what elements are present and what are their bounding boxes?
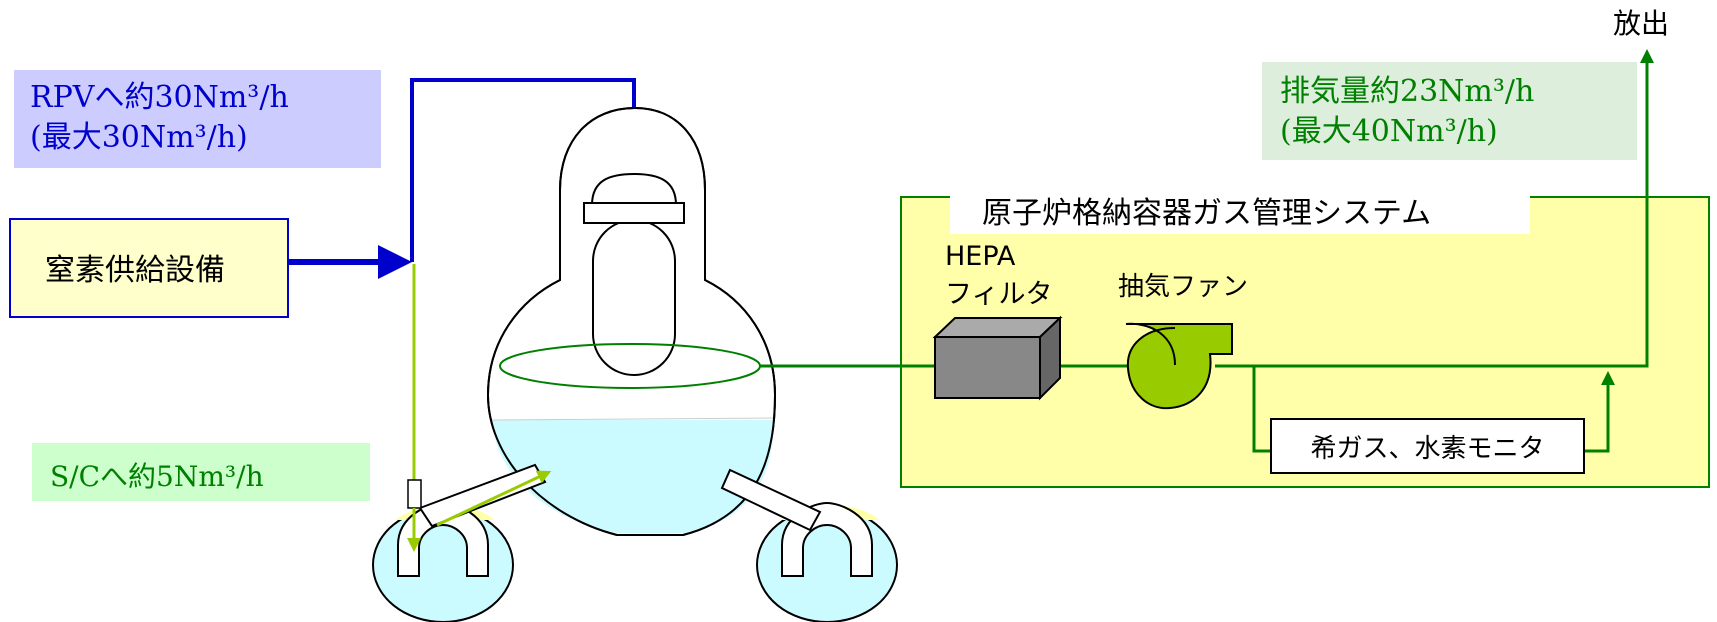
rpv-body <box>592 219 676 376</box>
vent-pipe-right <box>720 468 822 532</box>
drywell-water <box>492 420 774 533</box>
hepa-label-line2: フィルタ <box>945 279 1053 310</box>
sc-flow-label: S/Cへ約5Nm³/h <box>50 460 264 493</box>
containment-outline-top <box>486 106 777 536</box>
rpv-flow-label: RPVへ約30Nm³/h (最大30Nm³/h) <box>30 78 289 158</box>
exhaust-flow-line1: 排気量約23Nm³/h <box>1280 74 1535 109</box>
system-title-backdrop <box>950 182 1530 234</box>
exhaust-flow-line2: (最大40Nm³/h) <box>1280 114 1498 149</box>
rpv-flow-line2: (最大30Nm³/h) <box>30 120 248 155</box>
monitor-label: 希ガス、水素モニタ <box>1310 433 1545 464</box>
output-label: 放出 <box>1613 7 1670 40</box>
sc-flow-box <box>32 443 370 501</box>
fan-label: 抽気ファン <box>1118 272 1249 302</box>
monitor-return-line <box>1585 371 1615 453</box>
rpv-flow-line1: RPVへ約30Nm³/h <box>30 80 289 115</box>
nitrogen-supply-label: 窒素供給設備 <box>45 253 225 288</box>
exhaust-line-release <box>1215 49 1654 368</box>
hepa-filter-top <box>932 317 1063 338</box>
monitor-branch-line <box>1252 366 1272 453</box>
monitor-box: 希ガス、水素モニタ <box>1270 418 1585 474</box>
nitrogen-main-arrowhead <box>378 245 412 279</box>
rpv-flow-box <box>14 70 381 168</box>
hepa-filter-label: HEPA フィルタ <box>945 238 1052 314</box>
vent-flow-arrow <box>436 470 552 527</box>
rpv-dome <box>590 172 678 206</box>
system-title: 原子炉格納容器ガス管理システム <box>982 196 1432 231</box>
hepa-label-line1: HEPA <box>945 241 1016 272</box>
sc-valve <box>407 479 422 509</box>
water-surface <box>490 417 774 421</box>
exhaust-fan-icon <box>1125 322 1233 410</box>
rpv-flange <box>583 202 685 224</box>
hepa-filter-icon <box>934 336 1041 399</box>
exhaust-flow-box <box>1262 62 1637 160</box>
exhaust-flow-label: 排気量約23Nm³/h (最大40Nm³/h) <box>1280 72 1534 152</box>
nitrogen-supply-box <box>9 218 289 318</box>
